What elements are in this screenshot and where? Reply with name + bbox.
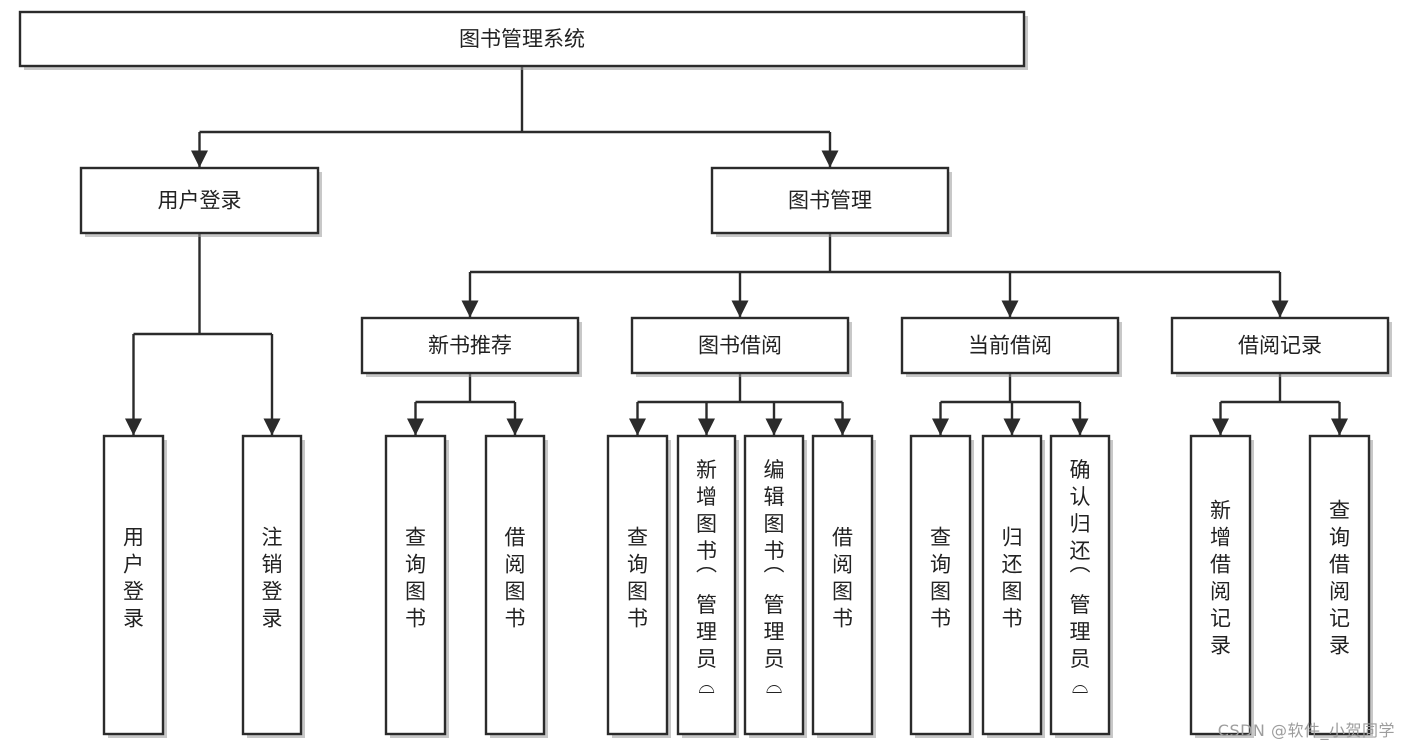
node-label: 查询图书 (627, 526, 648, 631)
node-rect[interactable] (710, 166, 950, 235)
node-rect[interactable] (1170, 316, 1390, 375)
connector-layer (125, 66, 1348, 436)
csdn-watermark: CSDN @软件_小贺同学 (1217, 721, 1395, 740)
node-rect[interactable] (811, 434, 874, 736)
node-rect[interactable] (900, 316, 1120, 375)
arrow-head (834, 418, 851, 436)
node-leaf-add-borrow-record[interactable]: 新增借阅记录 (1189, 434, 1254, 738)
arrow-head (263, 418, 281, 436)
connector-group-new-book-recommend (407, 373, 524, 436)
node-rect[interactable] (1189, 434, 1252, 736)
arrow-head (506, 418, 524, 436)
connector-group-current-borrow (932, 373, 1089, 436)
node-label: 用户登录 (123, 526, 144, 631)
node-leaf-user-login[interactable]: 用户登录 (102, 434, 167, 738)
node-rect[interactable] (606, 434, 669, 736)
node-label: 编辑图书⌒管理员⌓ (764, 458, 785, 698)
arrow-head (698, 418, 715, 436)
node-leaf-query-book-2[interactable]: 查询图书 (606, 434, 671, 738)
connector-group-book-manage (461, 233, 1289, 318)
arrow-head (407, 418, 424, 436)
arrow-head (932, 418, 949, 436)
node-rect[interactable] (1308, 434, 1371, 736)
node-rect[interactable] (630, 316, 850, 375)
node-leaf-query-book-3[interactable]: 查询图书 (909, 434, 974, 738)
node-rect[interactable] (102, 434, 165, 736)
arrow-head (821, 150, 839, 168)
node-rect[interactable] (18, 10, 1026, 68)
node-leaf-return-book[interactable]: 归还图书 (981, 434, 1045, 738)
node-rect[interactable] (1049, 434, 1111, 736)
node-label: 当前借阅 (968, 334, 1052, 358)
node-label: 图书管理 (788, 189, 872, 213)
node-label: 图书借阅 (698, 334, 782, 358)
node-label: 借阅图书 (832, 526, 853, 631)
node-label: 新增图书⌒管理员⌓ (696, 458, 717, 698)
node-label: 用户登录 (158, 189, 242, 213)
node-borrow-record[interactable]: 借阅记录 (1170, 316, 1392, 377)
node-label: 注销登录 (262, 526, 283, 631)
node-root[interactable]: 图书管理系统 (18, 10, 1028, 70)
node-book-borrow[interactable]: 图书借阅 (630, 316, 852, 377)
node-leaf-edit-book-admin[interactable]: 编辑图书⌒管理员⌓ (743, 434, 807, 738)
node-rect[interactable] (79, 166, 320, 235)
node-leaf-query-book-1[interactable]: 查询图书 (384, 434, 449, 738)
node-label: 借阅记录 (1238, 334, 1322, 358)
node-label: 新增借阅记录 (1210, 499, 1231, 658)
connector-group-book-borrow (629, 373, 851, 436)
connector-group-user-login (125, 233, 281, 436)
node-label: 归还图书 (1002, 526, 1023, 631)
node-rect[interactable] (676, 434, 737, 736)
node-rect[interactable] (484, 434, 546, 736)
connector-group-borrow-record (1212, 373, 1348, 436)
node-rect[interactable] (384, 434, 447, 736)
connector-group-root (191, 66, 839, 168)
arrow-head (1331, 418, 1348, 436)
arrow-head (1271, 300, 1289, 318)
node-rect[interactable] (241, 434, 303, 736)
node-rect[interactable] (360, 316, 580, 375)
node-leaf-confirm-return-admin[interactable]: 确认归还⌒管理员⌓ (1049, 434, 1113, 738)
node-current-borrow[interactable]: 当前借阅 (900, 316, 1122, 377)
node-label: 查询图书 (930, 526, 951, 631)
node-rect[interactable] (909, 434, 972, 736)
arrow-head (731, 300, 749, 318)
node-label: 新书推荐 (428, 334, 512, 358)
node-label: 查询借阅记录 (1329, 499, 1350, 658)
arrow-head (765, 418, 783, 436)
node-user-login[interactable]: 用户登录 (79, 166, 322, 237)
node-new-book-recommend[interactable]: 新书推荐 (360, 316, 582, 377)
node-layer: 图书管理系统用户登录图书管理新书推荐图书借阅当前借阅借阅记录用户登录注销登录查询… (18, 10, 1392, 738)
node-book-manage[interactable]: 图书管理 (710, 166, 952, 237)
arrow-head (1212, 418, 1229, 436)
node-label: 图书管理系统 (459, 27, 585, 51)
arrow-head (461, 300, 479, 318)
node-label: 查询图书 (405, 526, 426, 631)
arrow-head (1001, 300, 1019, 318)
arrow-head (1003, 418, 1021, 436)
arrow-head (191, 150, 208, 168)
node-label: 确认归还⌒管理员⌓ (1070, 458, 1091, 698)
node-leaf-logout-login[interactable]: 注销登录 (241, 434, 305, 738)
node-leaf-add-book-admin[interactable]: 新增图书⌒管理员⌓ (676, 434, 739, 738)
arrow-head (629, 418, 646, 436)
node-leaf-borrow-book-1[interactable]: 借阅图书 (484, 434, 548, 738)
node-rect[interactable] (743, 434, 805, 736)
node-label: 借阅图书 (505, 526, 526, 631)
node-leaf-borrow-book-2[interactable]: 借阅图书 (811, 434, 876, 738)
node-rect[interactable] (981, 434, 1043, 736)
arrow-head (125, 418, 142, 436)
arrow-head (1071, 418, 1089, 436)
node-leaf-query-borrow-record[interactable]: 查询借阅记录 (1308, 434, 1373, 738)
